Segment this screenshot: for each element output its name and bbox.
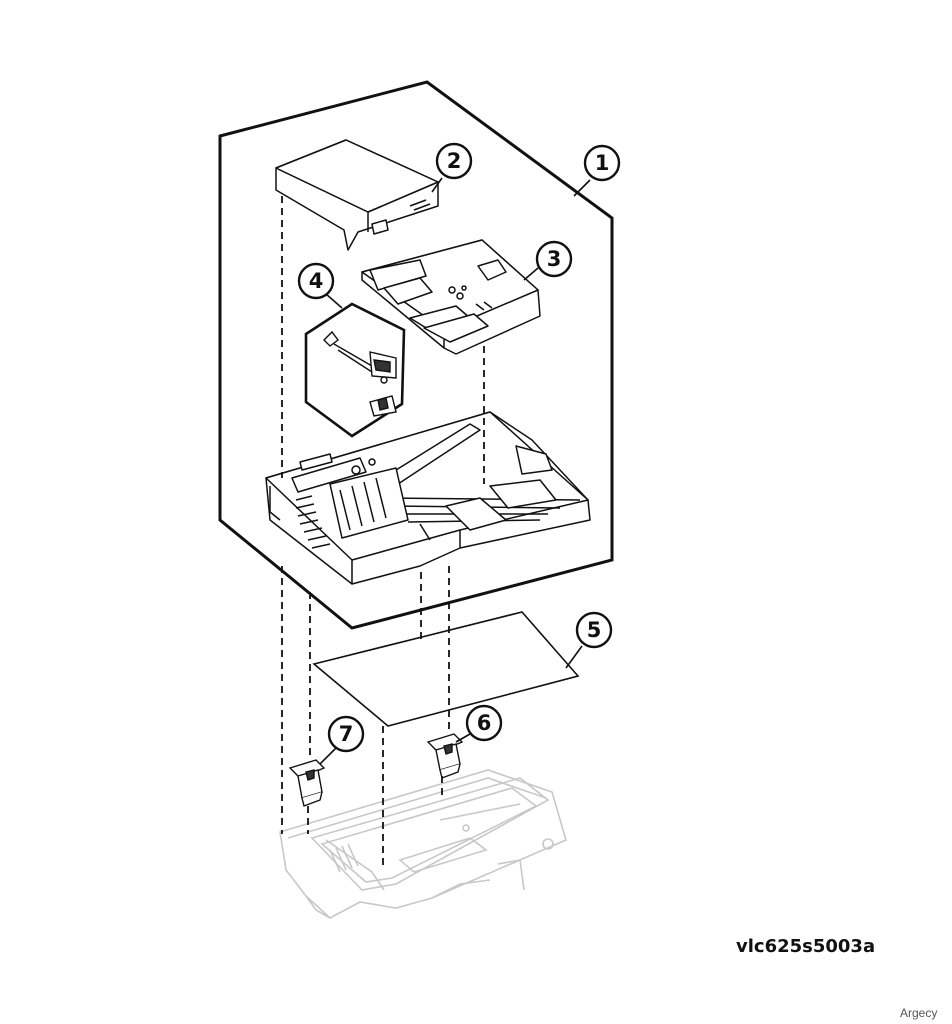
watermark: Argecy: [900, 1006, 938, 1020]
callout-label: 6: [477, 711, 492, 735]
callout-5: 5: [575, 611, 613, 649]
callout-3: 3: [535, 240, 573, 278]
figure-id: vlc625s5003a: [736, 936, 876, 957]
callout-6: 6: [465, 704, 503, 742]
callout-label: 2: [447, 149, 462, 173]
callout-7: 7: [327, 715, 365, 753]
hinge-left: [288, 759, 326, 807]
top-cover: [275, 139, 439, 251]
callout-label: 1: [595, 151, 610, 175]
platen-glass: [312, 611, 580, 727]
callout-label: 7: [339, 722, 354, 746]
callout-label: 4: [309, 269, 324, 293]
document-tray: [361, 239, 541, 355]
callout-1: 1: [583, 144, 621, 182]
scanner-base-ghost: [279, 769, 567, 919]
hinge-right: [426, 733, 464, 779]
callout-4: 4: [297, 262, 335, 300]
leader-lines: [319, 177, 591, 765]
callout-label: 3: [547, 247, 562, 271]
callout-label: 5: [587, 618, 602, 642]
callout-2: 2: [435, 142, 473, 180]
adf-assembly-outline: [218, 80, 614, 630]
roller-kit: [304, 302, 406, 438]
alignment-lines: [281, 196, 485, 866]
adf-body: [265, 411, 591, 585]
